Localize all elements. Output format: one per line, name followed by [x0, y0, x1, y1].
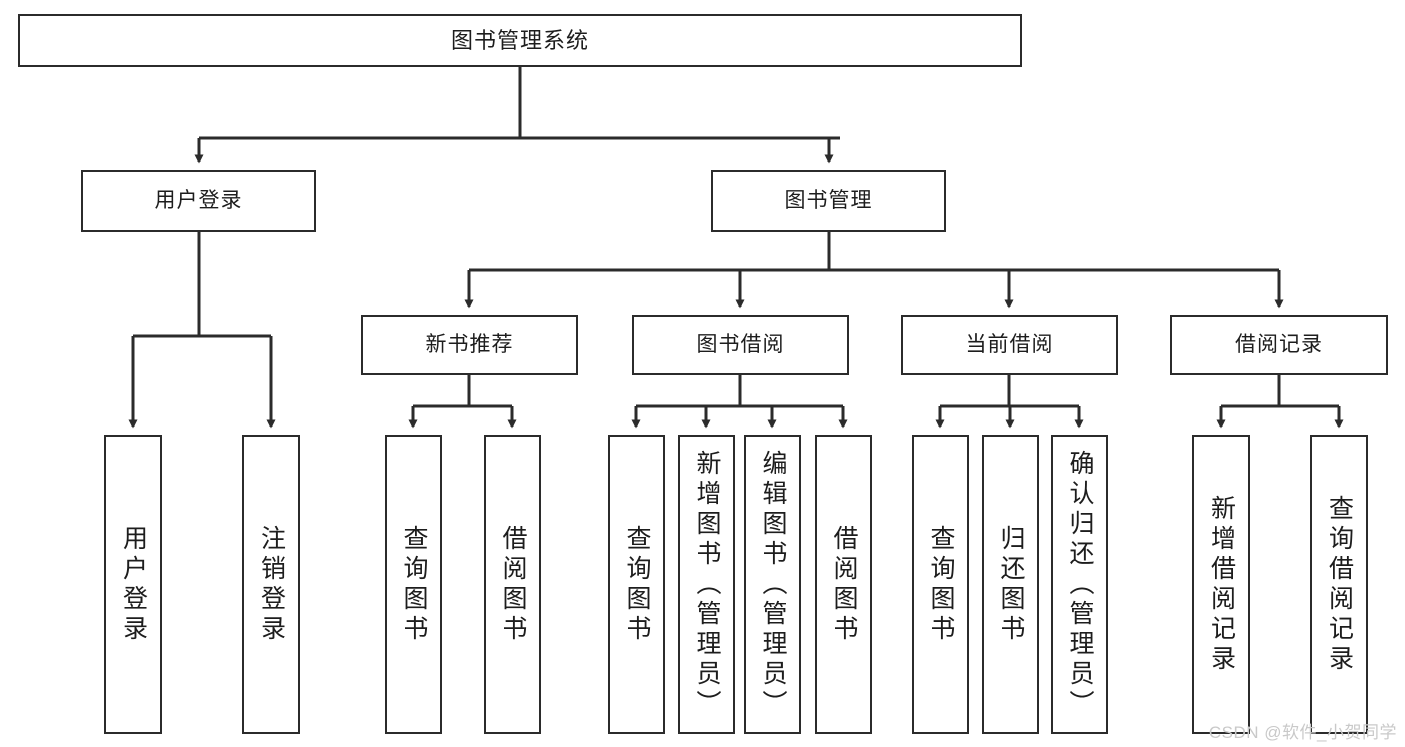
- node-leaf-user-logout-label: 注销登录: [257, 524, 286, 645]
- node-book-borrow[interactable]: 图书借阅: [632, 315, 849, 375]
- node-user-login[interactable]: 用户登录: [81, 170, 316, 232]
- csdn-watermark: CSDN @软件_小贺同学: [1208, 723, 1397, 742]
- node-leaf-add-record[interactable]: 新增借阅记录: [1192, 435, 1250, 734]
- node-leaf-query-record-label: 查询借阅记录: [1325, 494, 1354, 675]
- node-leaf-borrow-book-2[interactable]: 借阅图书: [815, 435, 872, 734]
- node-root-label: 图书管理系统: [450, 27, 589, 53]
- node-leaf-edit-book-label: 编辑图书（管理员）: [759, 449, 787, 720]
- node-current-borrow-label: 当前借阅: [965, 332, 1054, 356]
- node-leaf-return-book-label: 归还图书: [997, 524, 1025, 645]
- node-leaf-query-book-1-label: 查询图书: [400, 524, 428, 645]
- node-leaf-add-book-label: 新增图书（管理员）: [693, 449, 721, 720]
- node-leaf-user-login-label: 用户登录: [119, 524, 148, 645]
- node-leaf-query-book-1[interactable]: 查询图书: [385, 435, 442, 734]
- node-leaf-query-record[interactable]: 查询借阅记录: [1310, 435, 1368, 734]
- node-leaf-borrow-book-1-label: 借阅图书: [499, 524, 527, 645]
- node-root[interactable]: 图书管理系统: [18, 14, 1022, 67]
- node-borrow-record-label: 借阅记录: [1235, 332, 1323, 356]
- node-leaf-user-logout[interactable]: 注销登录: [242, 435, 300, 734]
- node-leaf-query-book-2[interactable]: 查询图书: [608, 435, 665, 734]
- node-leaf-add-book[interactable]: 新增图书（管理员）: [678, 435, 735, 734]
- node-book-manage[interactable]: 图书管理: [711, 170, 946, 232]
- node-leaf-return-book[interactable]: 归还图书: [982, 435, 1039, 734]
- node-leaf-add-record-label: 新增借阅记录: [1207, 494, 1236, 675]
- node-leaf-query-book-3-label: 查询图书: [927, 524, 955, 645]
- node-book-manage-label: 图书管理: [784, 188, 873, 212]
- node-user-login-label: 用户登录: [154, 188, 243, 212]
- node-leaf-confirm-return[interactable]: 确认归还（管理员）: [1051, 435, 1108, 734]
- node-leaf-query-book-3[interactable]: 查询图书: [912, 435, 969, 734]
- node-book-borrow-label: 图书借阅: [696, 332, 785, 356]
- node-current-borrow[interactable]: 当前借阅: [901, 315, 1118, 375]
- node-leaf-query-book-2-label: 查询图书: [623, 524, 651, 645]
- node-leaf-user-login[interactable]: 用户登录: [104, 435, 162, 734]
- node-borrow-record[interactable]: 借阅记录: [1170, 315, 1388, 375]
- node-leaf-borrow-book-2-label: 借阅图书: [830, 524, 858, 645]
- node-new-book-recommend[interactable]: 新书推荐: [361, 315, 578, 375]
- node-leaf-edit-book[interactable]: 编辑图书（管理员）: [744, 435, 801, 734]
- node-new-book-recommend-label: 新书推荐: [425, 332, 514, 356]
- node-leaf-confirm-return-label: 确认归还（管理员）: [1066, 449, 1094, 720]
- node-leaf-borrow-book-1[interactable]: 借阅图书: [484, 435, 541, 734]
